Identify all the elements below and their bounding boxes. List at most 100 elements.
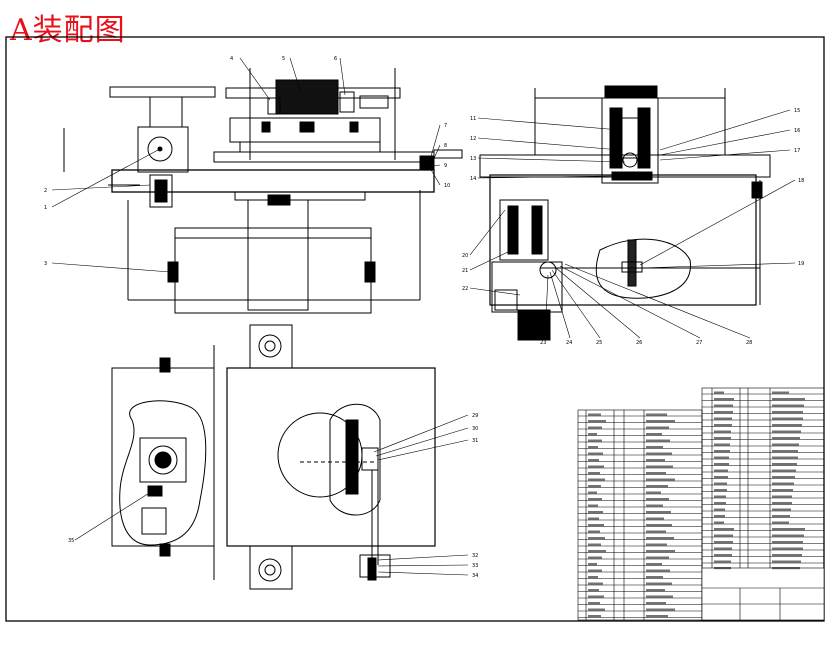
parts-list-cell-mark [714, 437, 731, 440]
front-view [63, 68, 463, 314]
parts-list-cell-mark [646, 537, 674, 540]
parts-list-cell-mark [772, 554, 802, 557]
parts-list-cell-mark [714, 411, 733, 414]
parts-list-cell-mark [588, 517, 599, 520]
parts-list-cell-mark [714, 482, 727, 485]
parts-list-cell-mark [646, 582, 672, 585]
parts-list-cell-mark [588, 413, 601, 416]
balloon-number: 22 [462, 286, 468, 292]
parts-list-cell-mark [646, 478, 675, 481]
parts-list-cell-mark [588, 452, 603, 455]
balloon-number: 1 [44, 205, 47, 211]
parts-list-cell-mark [772, 430, 801, 433]
balloon-number: 31 [472, 438, 478, 444]
parts-list-cell-mark [772, 450, 798, 453]
parts-list-cell-mark [772, 404, 804, 407]
balloon-number: 30 [472, 426, 478, 432]
leader-lines [51, 57, 796, 576]
balloon-number: 25 [596, 340, 602, 346]
parts-list-cell-mark [714, 534, 733, 537]
parts-list-cell-mark [714, 554, 732, 557]
balloon-number: 29 [472, 413, 478, 419]
parts-list-cell-mark [772, 398, 805, 401]
balloon-number: 13 [470, 156, 476, 162]
balloon-number: 15 [794, 108, 800, 114]
parts-list-cell-mark [588, 569, 602, 572]
parts-list-cell-mark [646, 543, 667, 546]
balloon-number: 18 [798, 178, 804, 184]
parts-list-cell-mark [646, 563, 662, 566]
parts-list-cell-mark [714, 508, 725, 511]
balloon-number: 5 [282, 56, 285, 62]
parts-list-cell-mark [646, 524, 672, 527]
balloon-number: 2 [44, 188, 47, 194]
parts-list-cell-mark [714, 489, 727, 492]
parts-list-cell-mark [714, 547, 732, 550]
parts-list-cell-mark [714, 450, 730, 453]
balloon-number: 28 [746, 340, 752, 346]
parts-list-cell-mark [588, 446, 598, 449]
parts-list-cell-mark [646, 504, 663, 507]
parts-list-cell-mark [646, 608, 675, 611]
parts-list-cell-mark [588, 615, 601, 618]
parts-list-cell-mark [646, 576, 663, 579]
parts-list-cell-mark [646, 459, 665, 462]
parts-list-cell-mark [588, 472, 600, 475]
parts-list-cell-mark [588, 556, 602, 559]
parts-list-cell-mark [646, 550, 675, 553]
sheet-border [5, 36, 825, 622]
plan-view [111, 324, 436, 590]
parts-list-cell-mark [588, 602, 600, 605]
parts-list-cell-mark [588, 563, 597, 566]
parts-list-cell-mark [646, 413, 667, 416]
parts-list-cell-mark [772, 424, 802, 427]
parts-list-cell-mark [772, 476, 795, 479]
parts-list-cell-mark [772, 411, 803, 414]
parts-list-cell-mark [772, 560, 801, 563]
drawing-title: A装配图 [10, 13, 126, 48]
parts-list-cell-mark [588, 576, 598, 579]
parts-list-cell-mark [714, 424, 732, 427]
balloon-number: 33 [472, 563, 478, 569]
parts-list-cell-mark [646, 439, 670, 442]
parts-list-cell-mark [588, 478, 605, 481]
balloon-number: 10 [444, 183, 450, 189]
parts-list-cell-mark [588, 439, 602, 442]
parts-list-cell-mark [714, 430, 731, 433]
parts-list-cell-mark [588, 530, 600, 533]
parts-list-cell-mark [588, 550, 606, 553]
parts-list-cell-mark [772, 443, 799, 446]
parts-list-cell-mark [646, 569, 670, 572]
parts-list-cell-mark [646, 485, 668, 488]
parts-list-cell-mark [772, 547, 803, 550]
parts-list-cell-mark [714, 560, 731, 563]
balloon-number: 4 [230, 56, 233, 62]
parts-list-cell-mark [588, 511, 603, 514]
balloon-number: 6 [334, 56, 337, 62]
balloon-number: 19 [798, 261, 804, 267]
balloon-number: 16 [794, 128, 800, 134]
parts-list-cell-mark [772, 502, 792, 505]
balloon-number: 21 [462, 268, 468, 274]
parts-list-cell-mark [588, 589, 599, 592]
parts-list-cell-mark [714, 528, 734, 531]
balloon-number: 17 [794, 148, 800, 154]
parts-list-cell-mark [588, 465, 604, 468]
parts-list-cell-mark [772, 541, 803, 544]
balloon-number: 14 [470, 176, 476, 182]
parts-list-cell-mark [714, 456, 729, 459]
parts-list-cell-mark [588, 537, 605, 540]
parts-list-cell-mark [588, 485, 601, 488]
parts-list-cell-mark [646, 589, 665, 592]
parts-list-cell-mark [714, 417, 732, 420]
side-view [479, 85, 771, 341]
parts-list-cell-mark [772, 417, 803, 420]
balloon-number: 32 [472, 553, 478, 559]
parts-list-cell-mark [772, 463, 797, 466]
parts-list-cell-mark [714, 476, 728, 479]
parts-list-cell-mark [588, 608, 605, 611]
parts-list-cells [588, 391, 805, 618]
parts-list-cell-mark [646, 511, 671, 514]
